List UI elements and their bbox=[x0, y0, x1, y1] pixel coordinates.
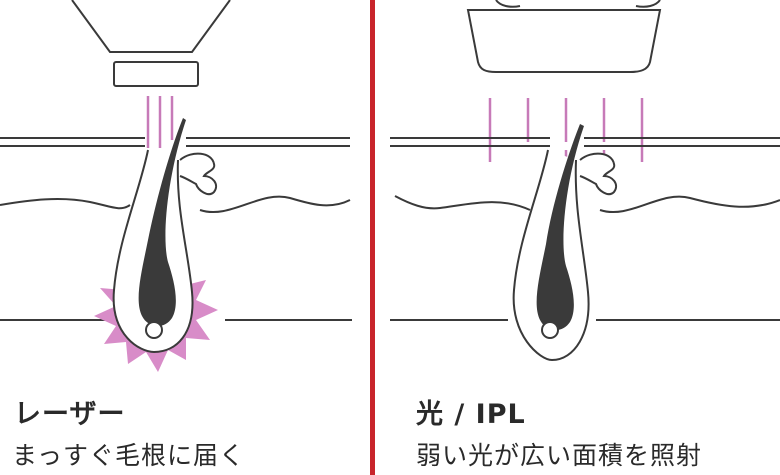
laser-skin-surface bbox=[0, 137, 352, 321]
laser-subtitle: まっすぐ毛根に届く bbox=[12, 441, 246, 470]
ipl-panel bbox=[390, 0, 780, 362]
laser-panel bbox=[0, 0, 352, 372]
ipl-light-lines bbox=[488, 98, 644, 162]
ipl-hair-icon bbox=[536, 124, 584, 331]
ipl-subtitle: 弱い光が広い面積を照射 bbox=[416, 441, 703, 470]
laser-hair-bulb bbox=[145, 321, 163, 339]
ipl-hair-bulb bbox=[541, 321, 559, 339]
ipl-title: 光 / IPL bbox=[416, 399, 526, 430]
ipl-device-icon bbox=[466, 0, 662, 73]
laser-title: レーザー bbox=[14, 399, 126, 430]
ipl-skin-surface bbox=[390, 137, 780, 321]
laser-device-icon bbox=[71, 0, 231, 87]
panel-divider bbox=[370, 0, 375, 475]
laser-sebaceous-gland bbox=[179, 152, 218, 196]
laser-hair-icon bbox=[138, 118, 186, 327]
ipl-sebaceous-gland bbox=[579, 152, 618, 196]
